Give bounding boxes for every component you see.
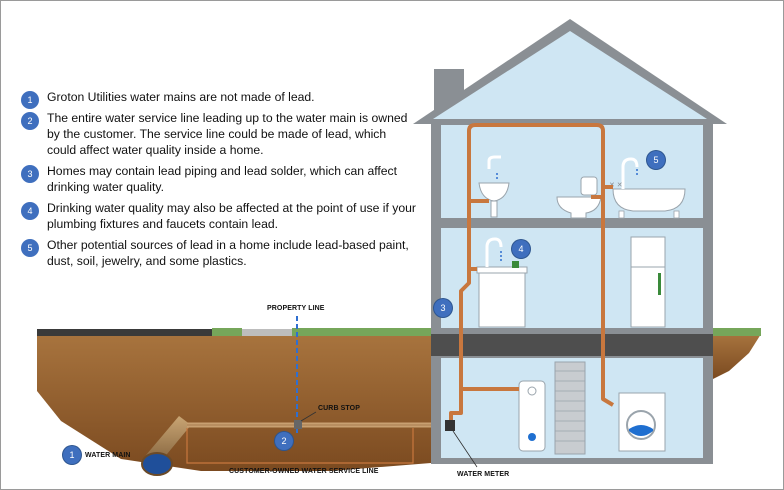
legend-item: 2 The entire water service line leading …: [17, 110, 417, 158]
badge-service-line: 2: [275, 432, 293, 450]
legend-text: The entire water service line leading up…: [47, 111, 408, 157]
basement-fixtures: [518, 361, 666, 455]
sidewalk: [242, 329, 292, 336]
legend: 1 Groton Utilities water mains are not m…: [17, 89, 417, 274]
legend-number-badge: 1: [21, 91, 39, 109]
curb-stop-valve: [294, 420, 302, 429]
legend-text: Homes may contain lead piping and lead s…: [47, 164, 398, 194]
legend-number-badge: 2: [21, 112, 39, 130]
legend-number-badge: 5: [21, 239, 39, 257]
svg-text:✕ ✕: ✕ ✕: [609, 182, 623, 189]
legend-item: 5 Other potential sources of lead in a h…: [17, 237, 417, 269]
badge-water-main: 1: [63, 446, 81, 464]
bathroom: ✕ ✕: [478, 155, 686, 219]
legend-number-badge: 4: [21, 202, 39, 220]
property-line-label: PROPERTY LINE: [267, 305, 325, 312]
lawn-right: [713, 328, 761, 336]
curb-stop-label: CURB STOP: [318, 405, 360, 412]
water-main-pipe: [141, 416, 191, 476]
grass-strip: [212, 328, 242, 336]
legend-number-badge: 3: [21, 165, 39, 183]
legend-item: 1 Groton Utilities water mains are not m…: [17, 89, 417, 109]
service-line-label: CUSTOMER-OWNED WATER SERVICE LINE: [229, 468, 379, 475]
badge-other-sources: 5: [647, 151, 665, 169]
water-heater: [518, 380, 546, 452]
legend-item: 4 Drinking water quality may also be aff…: [17, 200, 417, 232]
legend-text: Groton Utilities water mains are not mad…: [47, 90, 315, 104]
house-plumbing: [449, 123, 615, 425]
road: [37, 329, 212, 336]
water-meter-device: [445, 420, 455, 431]
badge-house-piping: 3: [434, 299, 452, 317]
ground: [37, 328, 761, 471]
water-main-label: WATER MAIN: [85, 452, 131, 459]
legend-text: Other potential sources of lead in a hom…: [47, 238, 409, 268]
legend-text: Drinking water quality may also be affec…: [47, 201, 416, 231]
water-meter-label: WATER METER: [457, 471, 510, 478]
service-line-bracket: [186, 428, 414, 464]
badge-fixtures: 4: [512, 240, 530, 258]
legend-item: 3 Homes may contain lead piping and lead…: [17, 163, 417, 195]
foundation: [431, 334, 713, 356]
kitchen: [476, 236, 666, 328]
lawn: [292, 328, 431, 336]
